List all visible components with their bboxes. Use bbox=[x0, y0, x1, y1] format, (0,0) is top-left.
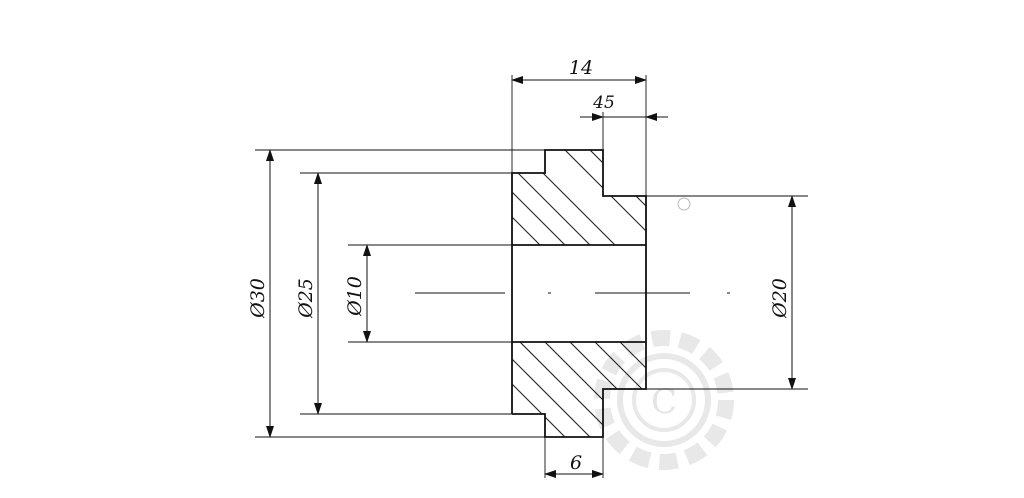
reference-circle bbox=[677, 197, 691, 211]
dimension-lines bbox=[266, 76, 796, 478]
dim-label-dia10: Ø10 bbox=[344, 276, 366, 317]
extension-lines bbox=[255, 75, 808, 478]
dim-label-dia20: Ø20 bbox=[769, 278, 791, 319]
watermark-gear-icon: C bbox=[594, 330, 734, 470]
watermark-letter: C bbox=[651, 382, 677, 422]
dim-label-45: 45 bbox=[592, 93, 615, 113]
dim-label-dia30: Ø30 bbox=[247, 278, 269, 319]
dim-label-6: 6 bbox=[570, 452, 582, 474]
dim-label-14: 14 bbox=[569, 57, 593, 79]
dim-label-dia25: Ø25 bbox=[295, 278, 317, 319]
section-hatching-top bbox=[512, 150, 646, 245]
